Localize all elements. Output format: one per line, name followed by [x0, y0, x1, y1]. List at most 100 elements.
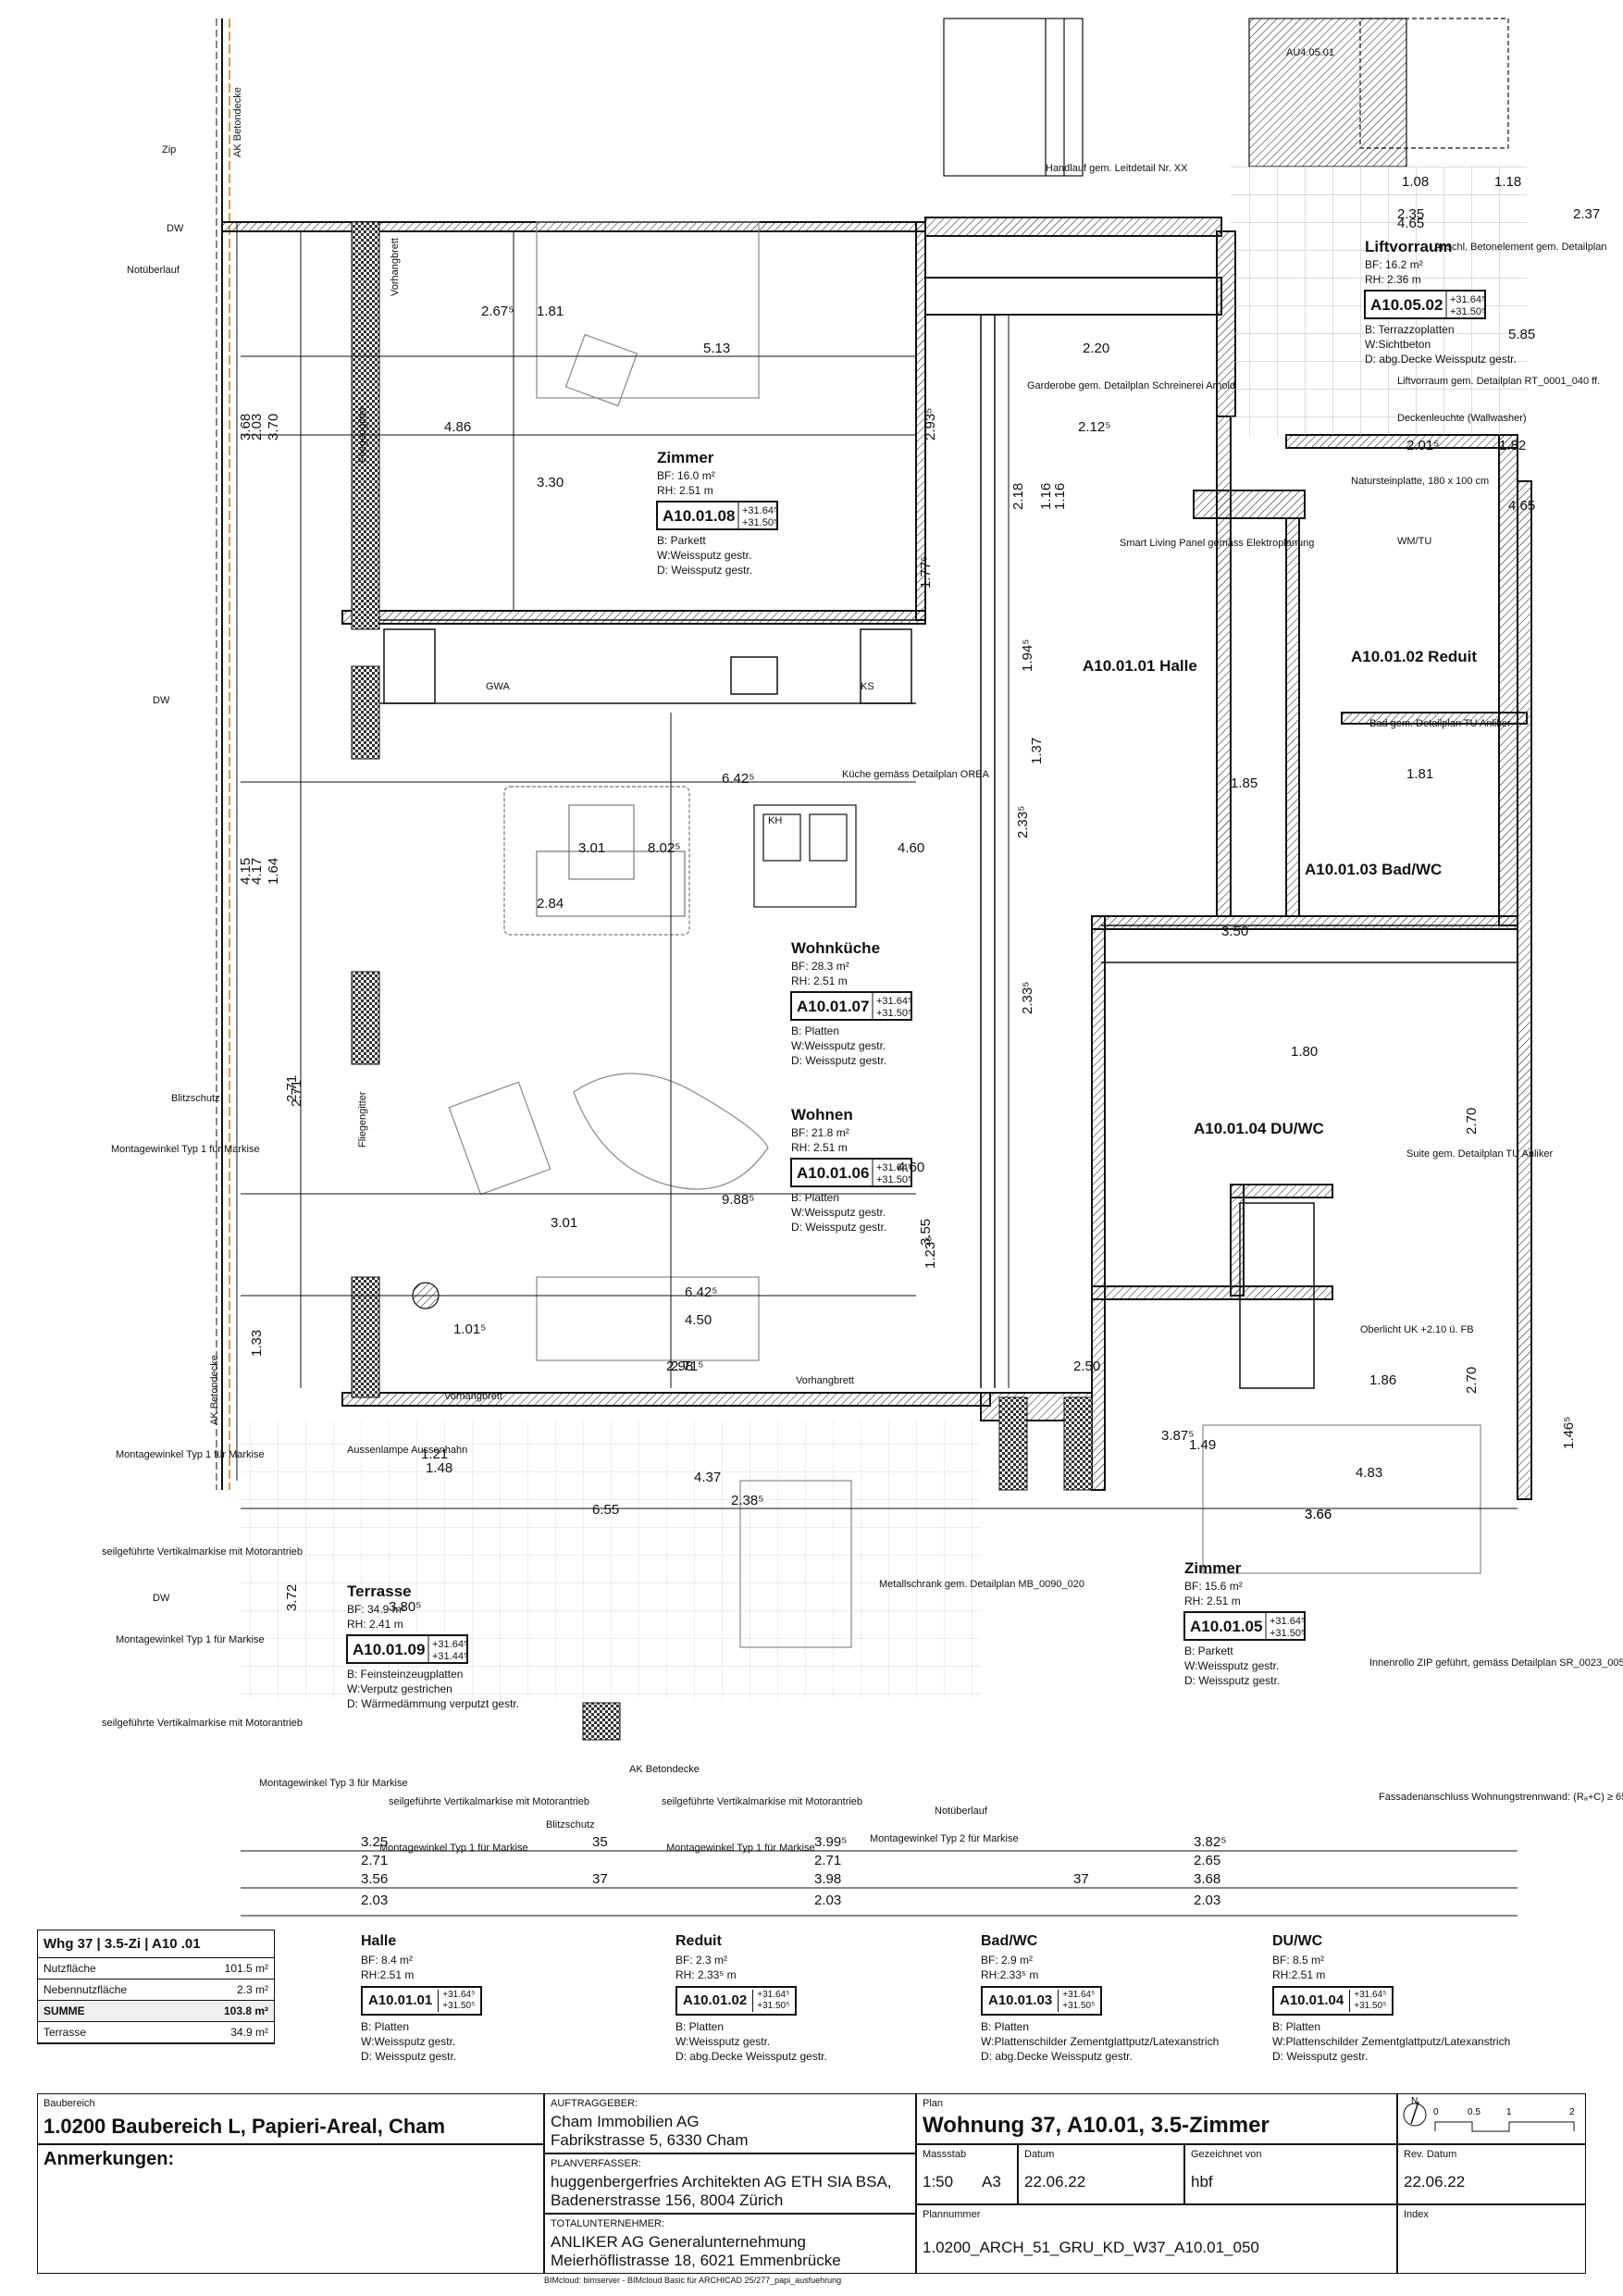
planverfasser-name: huggenbergerfries Architekten AG ETH SIA… — [551, 2173, 892, 2191]
room-level-bottom: +31.50⁵ — [876, 1008, 912, 1019]
dimension-value: 1.86 — [1369, 1372, 1396, 1388]
plannummer-cell: Plannummer 1.0200_ARCH_51_GRU_KD_W37_A10… — [916, 2204, 1397, 2274]
montage1-label: Montagewinkel Typ 1 für Markise — [111, 1144, 260, 1155]
room-wall: W:Sichtbeton — [1365, 338, 1431, 351]
dimension-value: 3.50 — [1221, 924, 1248, 939]
bad-detail-label: Bad gem. Detailplan TU Anliker — [1369, 718, 1511, 729]
bottom-room-level-bottom: +31.50⁵ — [1354, 2001, 1387, 2011]
bottom-room-name: Bad/WC — [981, 1933, 1038, 1949]
dw-label-3: DW — [153, 1593, 170, 1604]
dimension-value: 3.55 — [918, 1219, 934, 1246]
lift-tag-label: AU4.05.01 — [1286, 47, 1334, 58]
bottom-room-name: Halle — [361, 1933, 397, 1949]
dimension-value: 4.50 — [685, 1312, 712, 1328]
room-area: BF: 28.3 m² — [791, 960, 849, 973]
dimension-value: 2.71⁵ — [671, 1359, 703, 1374]
plan-text: AK Betondecke AK Betondecke AK Betondeck… — [102, 47, 1623, 1854]
summary-label: Nebennutzfläche — [38, 1979, 187, 2001]
wmtu-label: WM/TU — [1397, 536, 1431, 547]
bottom-dim-row1: 35 — [592, 1834, 608, 1850]
room-level-top: +31.64⁵ — [1450, 294, 1486, 305]
smart-label: Smart Living Panel gemäss Elektroplanung — [1120, 538, 1314, 549]
bottom-room-area: BF: 2.3 m² — [675, 1954, 728, 1967]
bottom-room-ceiling: D: Weissputz gestr. — [361, 2050, 457, 2063]
oberlicht-label: Oberlicht UK +2.10 ü. FB — [1360, 1324, 1474, 1335]
bottom-room-id: A10.01.03 — [988, 1992, 1053, 2008]
summary-title: Whg 37 | 3.5-Zi | A10 .01 — [38, 1930, 274, 1958]
room-wall: W:Weissputz gestr. — [791, 1039, 886, 1052]
dimension-value: 1.77⁵ — [918, 556, 934, 589]
bottom-dim-row1: 3.99⁵ — [814, 1834, 847, 1850]
room-id: A10.05.02 — [1370, 296, 1443, 314]
vorhangbrett-label: Vorhangbrett — [444, 1391, 502, 1402]
planverfasser-cell: PLANVERFASSER: huggenbergerfries Archite… — [544, 2153, 916, 2214]
scale-label-2: 2 — [1569, 2107, 1575, 2117]
rev-value: 22.06.22 — [1404, 2173, 1466, 2191]
dimension-value: 2.20 — [1083, 341, 1109, 356]
dimension-value: 8.02⁵ — [648, 840, 680, 856]
room-name: Terrasse — [347, 1582, 412, 1600]
dimension-texts: 5.134.866.42⁵6.42⁵4.604.603.013.019.88⁵8… — [238, 174, 1600, 1615]
dw-label-2: DW — [153, 695, 170, 706]
dimension-value: 1.21 — [421, 1446, 448, 1462]
room-ceiling: D: Weissputz gestr. — [1184, 1674, 1280, 1687]
dimension-value: 4.65 — [1397, 216, 1424, 231]
montage1-label-3: Montagewinkel Typ 1 für Markise — [116, 1634, 265, 1645]
dimension-value: 1.64 — [266, 858, 281, 885]
room-id-box — [346, 1634, 468, 1664]
dimension-value: 1.16 — [1052, 483, 1068, 510]
dimension-value: 1.33 — [249, 1330, 265, 1357]
room-id-box — [656, 501, 778, 530]
room-level-top: +31.64⁵ — [876, 1162, 912, 1173]
bottom-room-floor: B: Platten — [361, 2020, 410, 2033]
room-wall: W:Weissputz gestr. — [791, 1206, 886, 1219]
dimension-value: 1.80 — [1291, 1044, 1318, 1060]
dimension-value: 2.71 — [284, 1075, 300, 1102]
naturstein-label: Natursteinplatte, 180 x 100 cm — [1351, 476, 1489, 487]
dimension-value: 1.01⁵ — [453, 1322, 486, 1337]
dimension-value: 6.42⁵ — [722, 771, 754, 787]
fliegengitter-label-2: Fliegengitter — [357, 1091, 368, 1148]
bottom-room-level-top: +31.64⁵ — [757, 1990, 790, 2000]
summary-value: 34.9 m² — [186, 2021, 274, 2043]
bottom-dim-row1: 3.82⁵ — [1194, 1834, 1226, 1850]
dimension-value: 4.65 — [1508, 498, 1535, 514]
auftraggeber-name: Cham Immobilien AG — [551, 2113, 700, 2130]
scale-label-0: 0 — [1433, 2107, 1439, 2117]
auftraggeber-caption: AUFTRAGGEBER: — [551, 2098, 638, 2109]
index-cell: Index — [1397, 2204, 1586, 2274]
room-level-bottom: +31.50⁵ — [876, 1174, 912, 1185]
room-wall: W:Weissputz gestr. — [1184, 1659, 1279, 1672]
blitzschutz-label: Blitzschutz — [171, 1093, 220, 1104]
dimension-value: 1.23⁵ — [923, 1236, 938, 1269]
dimension-value: 4.15 — [238, 858, 254, 885]
dimension-value: 4.60 — [898, 840, 924, 856]
bottom-room-ceiling: D: abg.Decke Weissputz gestr. — [981, 2050, 1133, 2063]
kh-label: KH — [768, 815, 782, 826]
bottom-dim-row3: 3.98 — [814, 1871, 841, 1887]
seilgef-label: seilgeführte Vertikalmarkise mit Motoran… — [102, 1546, 303, 1558]
dimension-value: 1.94⁵ — [1020, 639, 1035, 672]
baubereich-cell: Baubereich 1.0200 Baubereich L, Papieri-… — [37, 2093, 544, 2144]
plannummer-caption: Plannummer — [923, 2209, 981, 2220]
room-level-top: +31.64⁵ — [1270, 1616, 1306, 1627]
dimension-value: 1.16 — [1038, 483, 1054, 510]
tu-name: ANLIKER AG Generalunternehmung — [551, 2233, 806, 2251]
auftraggeber-address: Fabrikstrasse 5, 6330 Cham — [551, 2131, 749, 2149]
summary-label: Terrasse — [38, 2021, 187, 2043]
reduit-label: A10.01.02 Reduit — [1351, 648, 1477, 665]
room-name: Liftvorraum — [1365, 238, 1452, 255]
room-floor: B: Feinsteinzeugplatten — [347, 1668, 463, 1681]
gezeichnet-cell: Gezeichnet von hbf — [1184, 2144, 1397, 2204]
bottom-room-ceiling: D: Weissputz gestr. — [1272, 2050, 1369, 2063]
dimension-value: 3.72 — [284, 1584, 300, 1611]
dimension-value: 6.42⁵ — [685, 1285, 717, 1300]
dimension-value: 4.17 — [249, 858, 265, 885]
liftvorraum-detail-label: Liftvorraum gem. Detailplan RT_0001_040 … — [1397, 376, 1600, 387]
room-level-bottom: +31.50⁵ — [1270, 1628, 1306, 1639]
bottom-room-ceiling: D: abg.Decke Weissputz gestr. — [675, 2050, 827, 2063]
bottom-dim-row3: 3.56 — [361, 1871, 388, 1887]
